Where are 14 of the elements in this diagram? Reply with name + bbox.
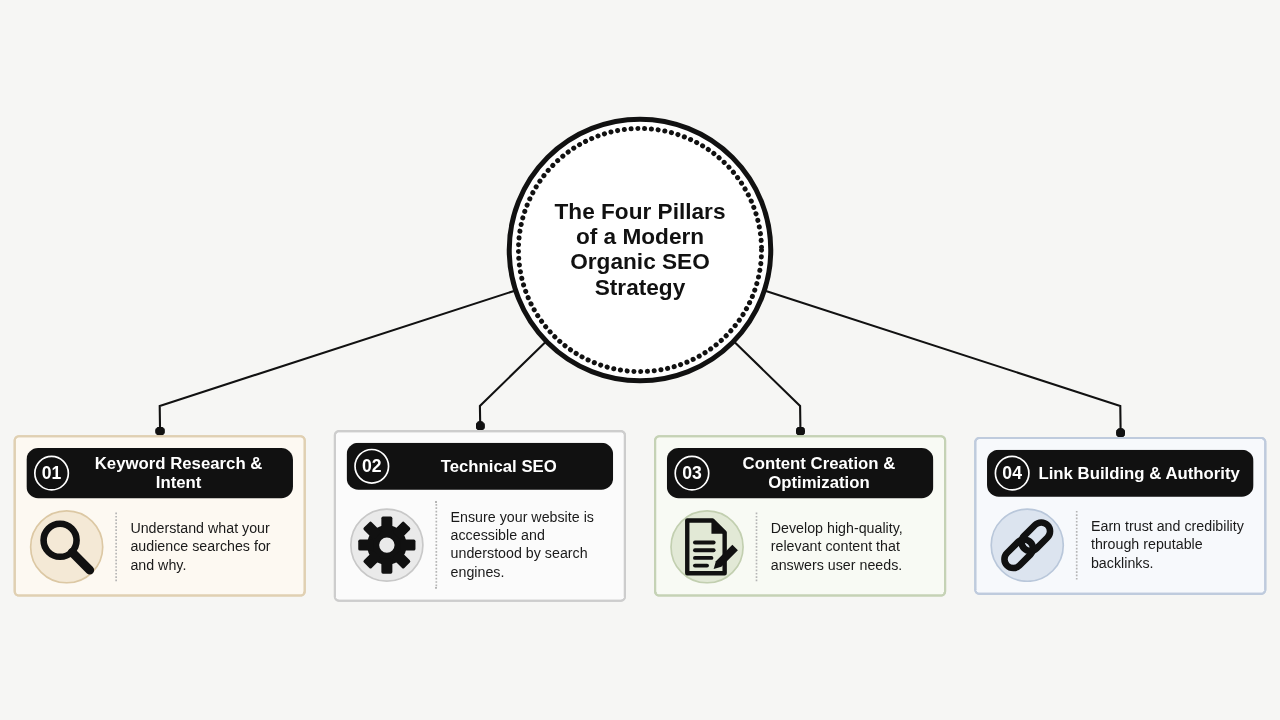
card-title: Keyword Research & Intent	[93, 453, 264, 493]
number-badge: 03	[674, 455, 710, 491]
card-title: Link Building & Authority	[1038, 463, 1241, 483]
number-badge: 04	[994, 455, 1030, 491]
card-title: Technical SEO	[439, 456, 558, 476]
card-title: Content Creation & Optimization	[741, 453, 897, 493]
number-badge: 02	[354, 448, 390, 484]
number-badge: 01	[34, 455, 70, 491]
description-text: Understand what your audience searches for and why.	[115, 512, 290, 582]
node-circle	[506, 116, 774, 384]
hub-title: The Four Pillars of a Modern Organic SEO Strategy	[553, 198, 727, 301]
description-text: Ensure your website is accessible and understood by search engines.	[435, 501, 610, 589]
description-text: Develop high-quality, relevant content that answers user needs.	[755, 512, 930, 582]
description-text: Earn trust and credibility through reputable backlinks.	[1075, 510, 1251, 580]
